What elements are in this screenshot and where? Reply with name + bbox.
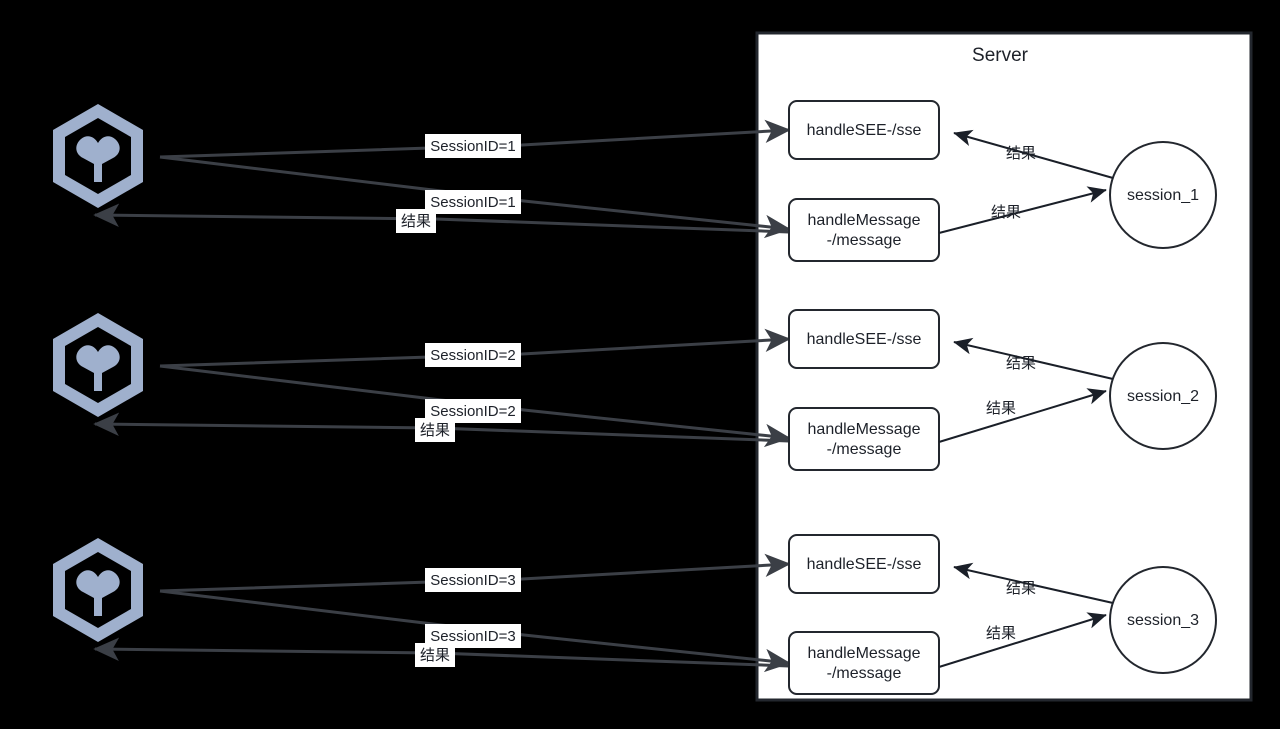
node-handle-sse-3[interactable] bbox=[788, 534, 940, 594]
node-handle-message-3[interactable] bbox=[788, 631, 940, 695]
node-session-label-3: session_3 bbox=[1127, 612, 1199, 629]
edge-label-bg-response-1 bbox=[396, 209, 436, 233]
edge-label-bg-sse-request-2 bbox=[425, 343, 521, 367]
edge-client-to-sse-2 bbox=[159, 328, 791, 368]
node-handle-message-label2-3: -/message bbox=[827, 665, 902, 682]
edge-label-sse-request-2: SessionID=2 bbox=[430, 347, 515, 364]
node-session-label-2: session_2 bbox=[1127, 388, 1199, 405]
edge-message-to-session-2 bbox=[938, 388, 1107, 443]
node-handle-sse-label-1: handleSEE-/sse bbox=[807, 122, 922, 139]
node-handle-sse-1[interactable] bbox=[788, 100, 940, 160]
edge-label-bg-response-3 bbox=[415, 643, 455, 667]
node-handle-message-2[interactable] bbox=[788, 407, 940, 471]
edge-session-to-sse-1 bbox=[953, 129, 1114, 179]
edge-label-message-to-session-1: 结果 bbox=[991, 204, 1021, 221]
edge-label-response-3: 结果 bbox=[420, 647, 450, 664]
flow-row-3: handleSEE-/sse handleMessage -/message s… bbox=[53, 534, 1217, 695]
edge-client-to-sse-1 bbox=[159, 119, 791, 159]
edge-label-message-request-3: SessionID=3 bbox=[430, 628, 515, 645]
edge-label-session-to-sse-1: 结果 bbox=[1006, 145, 1036, 162]
edge-label-bg-response-2 bbox=[415, 418, 455, 442]
edge-label-bg-sse-request-1 bbox=[425, 134, 521, 158]
node-handle-sse-2[interactable] bbox=[788, 309, 940, 369]
node-session-1[interactable] bbox=[1109, 141, 1217, 249]
node-handle-message-label1-2: handleMessage bbox=[808, 421, 921, 438]
node-handle-message-label2-2: -/message bbox=[827, 441, 902, 458]
edge-label-message-request-1: SessionID=1 bbox=[430, 194, 515, 211]
client-icon-3[interactable] bbox=[53, 538, 143, 642]
client-icon-1[interactable] bbox=[53, 104, 143, 208]
node-handle-message-label1-1: handleMessage bbox=[808, 212, 921, 229]
edge-session-to-sse-3 bbox=[953, 562, 1114, 604]
edge-message-to-session-3 bbox=[938, 612, 1107, 668]
edge-session-to-sse-2 bbox=[953, 337, 1114, 380]
edge-label-session-to-sse-3: 结果 bbox=[1006, 580, 1036, 597]
node-session-3[interactable] bbox=[1109, 566, 1217, 674]
edge-label-session-to-sse-2: 结果 bbox=[1006, 355, 1036, 372]
edge-label-message-to-session-2: 结果 bbox=[986, 400, 1016, 417]
edge-client-to-sse-3 bbox=[159, 553, 791, 593]
edge-label-response-2: 结果 bbox=[420, 422, 450, 439]
node-handle-sse-label-3: handleSEE-/sse bbox=[807, 556, 922, 573]
node-handle-message-label2-1: -/message bbox=[827, 232, 902, 249]
edge-client-to-message-2 bbox=[159, 364, 791, 448]
node-session-2[interactable] bbox=[1109, 342, 1217, 450]
edge-label-response-1: 结果 bbox=[401, 213, 431, 230]
node-handle-message-1[interactable] bbox=[788, 198, 940, 262]
client-icon-2[interactable] bbox=[53, 313, 143, 417]
flow-row-1: handleSEE-/sse handleMessage -/message s… bbox=[53, 100, 1217, 262]
edge-label-message-request-2: SessionID=2 bbox=[430, 403, 515, 420]
node-handle-message-label1-3: handleMessage bbox=[808, 645, 921, 662]
edge-client-to-message-3 bbox=[159, 589, 791, 673]
edge-label-sse-request-3: SessionID=3 bbox=[430, 572, 515, 589]
edge-message-to-session-1 bbox=[938, 186, 1107, 234]
edge-client-to-message-1 bbox=[159, 155, 791, 239]
node-handle-sse-label-2: handleSEE-/sse bbox=[807, 331, 922, 348]
server-title: Server bbox=[972, 45, 1029, 66]
node-session-label-1: session_1 bbox=[1127, 187, 1199, 204]
flow-row-2: handleSEE-/sse handleMessage -/message s… bbox=[53, 309, 1217, 471]
edge-label-bg-message-request-1 bbox=[425, 190, 521, 214]
edge-label-bg-sse-request-3 bbox=[425, 568, 521, 592]
edge-label-sse-request-1: SessionID=1 bbox=[430, 138, 515, 155]
edge-label-message-to-session-3: 结果 bbox=[986, 625, 1016, 642]
